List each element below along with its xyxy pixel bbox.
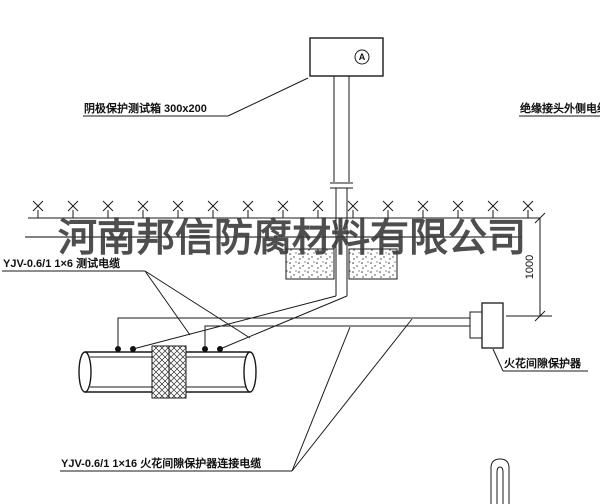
spark-gap-protector [469,302,504,349]
ground-hatch-icon [137,200,149,219]
dimension-tick [534,212,546,224]
clamp-outer [490,458,510,504]
ground-hatch-icon [347,200,359,219]
spark-gap-protector-label: 火花间隙保护器 [504,356,582,370]
dimension-value: 1000 [524,255,536,279]
leader-line [144,270,251,339]
dimension-tick [534,310,546,322]
riser-conduit [330,76,353,296]
labels: 阴极保护测试箱 300x200 绝缘接头外侧电缆 YJV-0.6/1 1×6 测… [3,101,600,470]
ground-hatch-icon [312,200,324,219]
outer-cable-label: 绝缘接头外侧电缆 [520,101,600,115]
clamp-symbol-icon [490,458,510,504]
ground-hatch-icon [32,200,44,219]
concrete-blocks [285,248,398,280]
test-box-outline [309,37,384,77]
leader-line [291,326,351,472]
leader-line [227,77,309,117]
test-cables [132,295,348,350]
ground-hatch-icon [242,200,254,219]
ground-hatch-icon [207,200,219,219]
leader-line [291,318,413,472]
ground-hatch-icon [487,200,499,219]
protector-cable-line [204,325,470,349]
protector-cable-line [117,317,470,349]
watermark: 河南邦信防腐材料有限公司 [25,217,526,260]
ground-hatch-icon [452,200,464,219]
pipe-right-end [243,351,257,393]
test-box-label: 阴极保护测试箱 300x200 [84,101,207,115]
leaders [2,77,600,472]
test-box: A [309,37,384,77]
ground-hatch-icon [382,200,394,219]
ground-hatch-icon [172,200,184,219]
ground-hatch-icon [102,200,114,219]
meter-letter: A [359,52,366,62]
protector-neck [469,311,483,339]
ground-hatch-icon [67,200,79,219]
test-cable-line [132,295,337,350]
leader-line [492,348,504,372]
test-cable-line [219,295,348,350]
clamp-inner [496,466,504,504]
concrete-block-left [285,248,335,280]
dimension-1000: 1000 [506,212,552,322]
connection-cable-label: YJV-0.6/1 1×16 火花间隙保护器连接电缆 [61,456,261,470]
protector-cables [117,317,470,349]
test-cable-label: YJV-0.6/1 1×6 测试电缆 [3,256,120,270]
ground-hatch-icon [277,200,289,219]
pipe [78,345,257,399]
pipe-left-end [78,351,92,393]
meter-circle-icon [354,49,370,65]
concrete-block-right [348,248,398,280]
ground-hatch-icon [522,200,534,219]
protector-body [481,302,504,349]
ground-hatch-icon [417,200,429,219]
watermark-text: 河南邦信防腐材料有限公司 [58,217,526,260]
ground-line-group [28,200,540,219]
leader-line [144,270,191,336]
